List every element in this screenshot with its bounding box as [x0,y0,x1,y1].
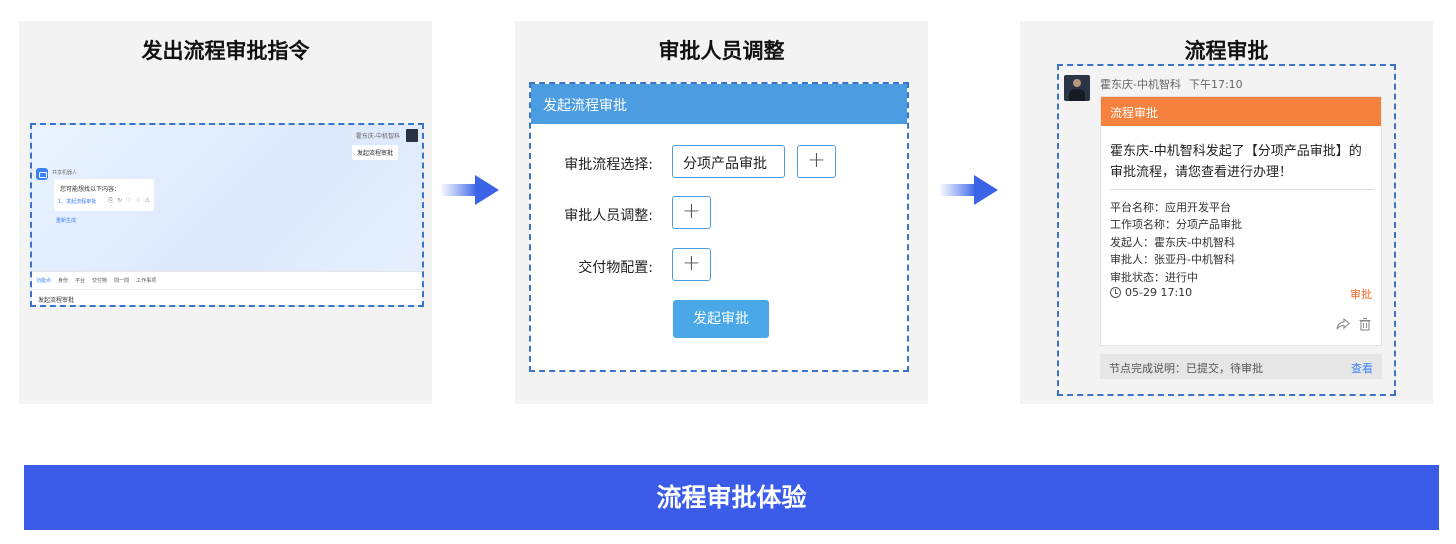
panel-adjust-approvers: 审批人员调整 发起流程审批 审批流程选择: 分项产品审批 + 审批人员调整: +… [515,21,928,404]
mini-bot-reply: 您可能想找以下内容： 1、发起流程审批 ⎘ ↻ ♡ ♢ ⚠ [54,179,154,211]
mini-sent-message: 发起流程审批 [351,145,398,160]
card-header: 流程审批 [1101,97,1381,126]
flow-select-label: 审批流程选择: [564,157,653,173]
mini-tool-identity[interactable]: 身份 [58,278,69,284]
panel-title: 发出流程审批指令 [141,39,310,63]
message-meta: 霍东庆-中机智科下午17:10 [1100,76,1243,92]
panel-title: 审批人员调整 [658,39,785,63]
share-icon[interactable] [1336,317,1350,331]
flow-select[interactable]: 分项产品审批 [672,145,785,178]
mini-tool-deliverable[interactable]: 交付物 [92,278,108,284]
clock-icon [1110,287,1121,298]
card-datetime: 05-29 17:10 [1110,286,1192,299]
mini-user-name: 霍东庆-中机智科 [355,133,400,140]
completion-note: 节点完成说明：已提交，待审批 [1109,362,1263,375]
add-deliverable-button[interactable]: + [672,248,711,281]
approver: 审批人：张亚丹-中机智科 [1110,253,1235,266]
form-header: 发起流程审批 [531,84,907,124]
mini-suggestion-link[interactable]: 1、发起流程审批 [58,199,97,205]
initiator: 发起人：霍东庆-中机智科 [1110,236,1235,249]
mini-toolbar: 功能点 身份 平台 交付物 問一問 工作事项 [32,271,422,289]
sender-name: 霍东庆-中机智科 [1100,78,1181,91]
divider [1110,189,1374,190]
mini-message-input[interactable]: 发起流程审批 [32,289,422,305]
mini-tool-work-items[interactable]: 工作事项 [136,278,157,284]
message-time: 下午17:10 [1188,78,1243,91]
banner-title: 流程审批体验 [24,465,1439,530]
bot-icon [36,168,48,180]
approval-status: 审批状态：进行中 [1110,271,1198,284]
approvers-label: 审批人员调整: [564,208,653,224]
view-link[interactable]: 查看 [1351,362,1373,375]
avatar[interactable] [1064,75,1090,101]
avatar [406,129,418,142]
panel-title: 流程审批 [1184,39,1269,63]
mini-bot-name: 共享机器人 [52,170,78,176]
datetime-text: 05-29 17:10 [1125,286,1193,299]
mini-tool-function[interactable]: 功能点 [36,278,52,284]
approval-message: 霍东庆-中机智科下午17:10 流程审批 霍东庆-中机智科发起了【分项产品审批】… [1057,64,1396,396]
card-description: 霍东庆-中机智科发起了【分项产品审批】的审批流程，请您查看进行办理！ [1110,144,1362,180]
mini-regenerate-link[interactable]: 重新生成 [56,218,77,224]
chat-app-screenshot: 霍东庆-中机智科 发起流程审批 共享机器人 您可能想找以下内容： 1、发起流程审… [30,123,424,307]
mini-question: 您可能想找以下内容： [60,186,121,193]
approval-card[interactable]: 流程审批 霍东庆-中机智科发起了【分项产品审批】的审批流程，请您查看进行办理！ … [1100,96,1382,346]
mini-action-icons[interactable]: ⎘ ↻ ♡ ♢ ⚠ [108,197,151,204]
add-approver-button[interactable]: + [672,196,711,229]
approval-form: 发起流程审批 审批流程选择: 分项产品审批 + 审批人员调整: + 交付物配置:… [529,82,909,372]
platform-name: 平台名称：应用开发平台 [1110,201,1231,214]
arrow-right-icon [940,175,998,205]
mini-tool-platform[interactable]: 平台 [75,278,86,284]
card-actions [1336,317,1372,331]
panel-approval-message: 流程审批 霍东庆-中机智科下午17:10 流程审批 霍东庆-中机智科发起了【分项… [1020,21,1433,404]
arrow-right-icon [441,175,499,205]
trash-icon[interactable] [1358,317,1372,331]
add-flow-button[interactable]: + [797,145,836,178]
panel-send-command: 发出流程审批指令 霍东庆-中机智科 发起流程审批 共享机器人 您可能想找以下内容… [19,21,432,404]
deliverables-label: 交付物配置: [578,260,653,276]
mini-tool-ask[interactable]: 問一問 [114,278,130,284]
submit-approval-button[interactable]: 发起审批 [673,300,769,338]
work-item-name: 工作项名称：分项产品审批 [1110,218,1242,231]
node-completion-bar: 节点完成说明：已提交，待审批 查看 [1100,354,1382,379]
approve-link[interactable]: 审批 [1350,288,1372,301]
